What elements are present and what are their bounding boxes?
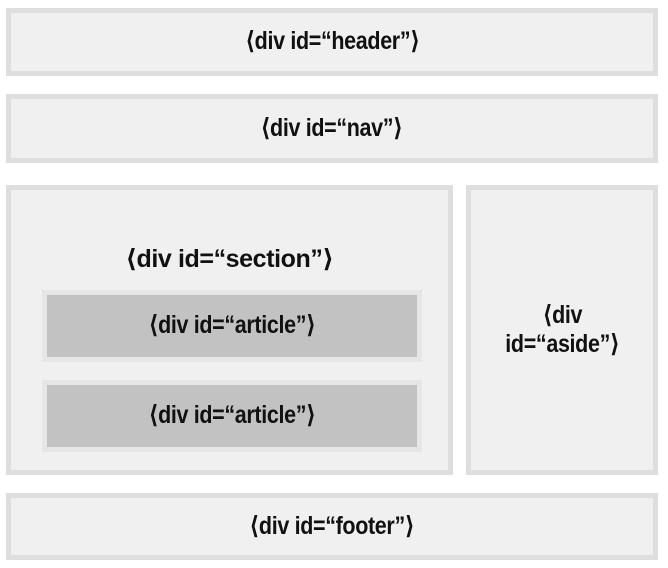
aside-box-label: ⟨div id=“aside”⟩ — [504, 300, 620, 359]
aside-box[interactable]: ⟨div id=“aside”⟩ — [466, 185, 658, 475]
article-box-1[interactable]: ⟨div id=“article”⟩ — [42, 290, 422, 362]
section-box[interactable]: ⟨div id=“section”⟩ ⟨div id=“article”⟩ ⟨d… — [6, 185, 453, 475]
footer-box-label: ⟨div id=“footer”⟩ — [249, 511, 415, 540]
article-box-2-label: ⟨div id=“article”⟩ — [148, 401, 316, 430]
header-box[interactable]: ⟨div id=“header”⟩ — [6, 8, 658, 76]
footer-box[interactable]: ⟨div id=“footer”⟩ — [6, 493, 658, 560]
header-box-label: ⟨div id=“header”⟩ — [244, 27, 420, 56]
section-box-label-wrap: ⟨div id=“section”⟩ — [11, 245, 448, 275]
nav-box[interactable]: ⟨div id=“nav”⟩ — [6, 94, 658, 163]
article-box-1-label: ⟨div id=“article”⟩ — [148, 311, 316, 340]
article-box-2[interactable]: ⟨div id=“article”⟩ — [42, 380, 422, 452]
nav-box-label: ⟨div id=“nav”⟩ — [260, 113, 404, 142]
section-box-label: ⟨div id=“section”⟩ — [125, 245, 334, 273]
